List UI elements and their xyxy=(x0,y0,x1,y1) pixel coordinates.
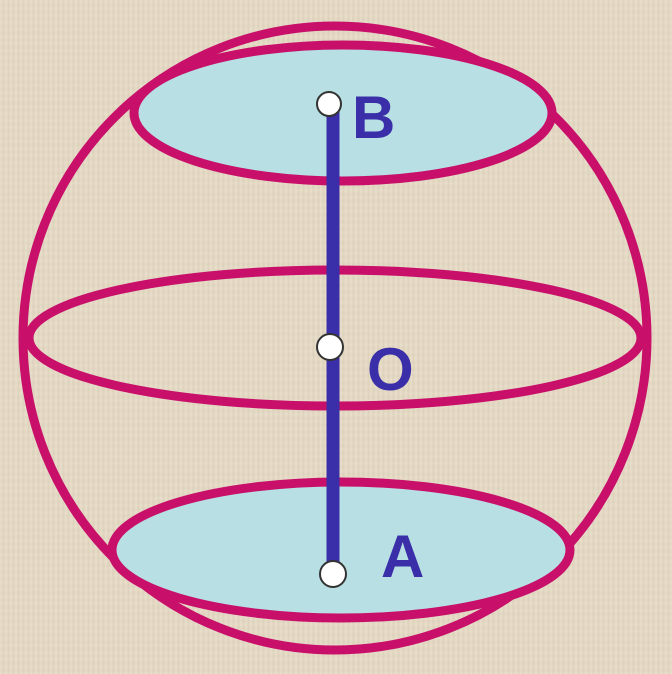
point-o xyxy=(316,333,344,361)
sphere-outline xyxy=(18,21,652,655)
label-o: O xyxy=(367,336,414,403)
label-a: A xyxy=(381,523,424,590)
top-section-ellipse xyxy=(129,40,557,186)
bottom-section-ellipse xyxy=(107,477,575,623)
point-a xyxy=(319,560,347,588)
label-b: B xyxy=(352,84,395,151)
point-b xyxy=(316,91,342,117)
